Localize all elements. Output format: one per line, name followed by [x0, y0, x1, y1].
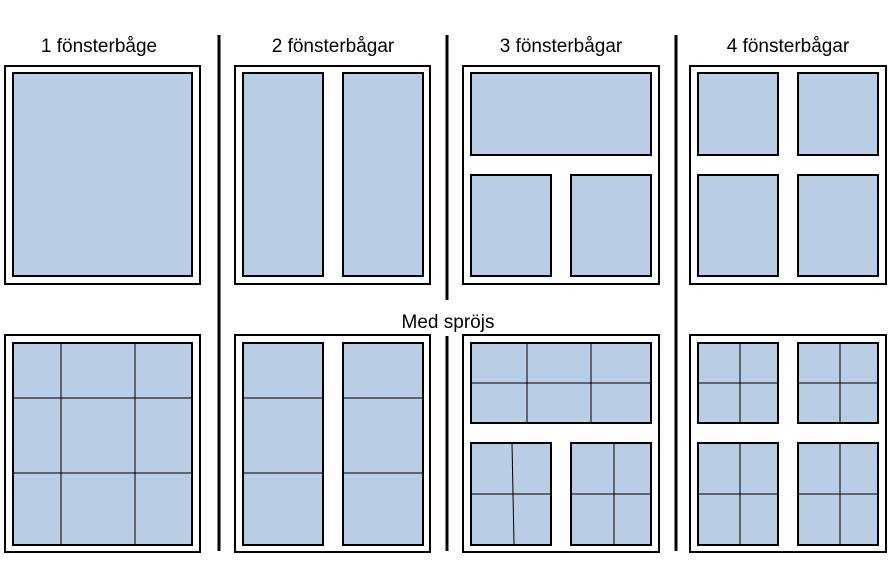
title-2-sashes: 2 fönsterbågar [272, 36, 395, 57]
window-2-sashes-muntins [234, 334, 431, 553]
window-1-sash [4, 65, 201, 285]
window-4-sashes [689, 65, 887, 285]
title-4-sashes: 4 fönsterbågar [727, 36, 850, 57]
title-3-sashes: 3 fönsterbågar [500, 36, 623, 57]
window-4-sashes-muntins [689, 334, 887, 553]
window-2-sashes [234, 65, 431, 285]
title-1-sash: 1 fönsterbåge [41, 36, 157, 57]
window-3-sashes-muntins [462, 334, 660, 553]
window-3-sashes [462, 65, 660, 285]
with-muntins-label: Med spröjs [402, 312, 495, 333]
window-1-sash-muntins [4, 334, 201, 553]
